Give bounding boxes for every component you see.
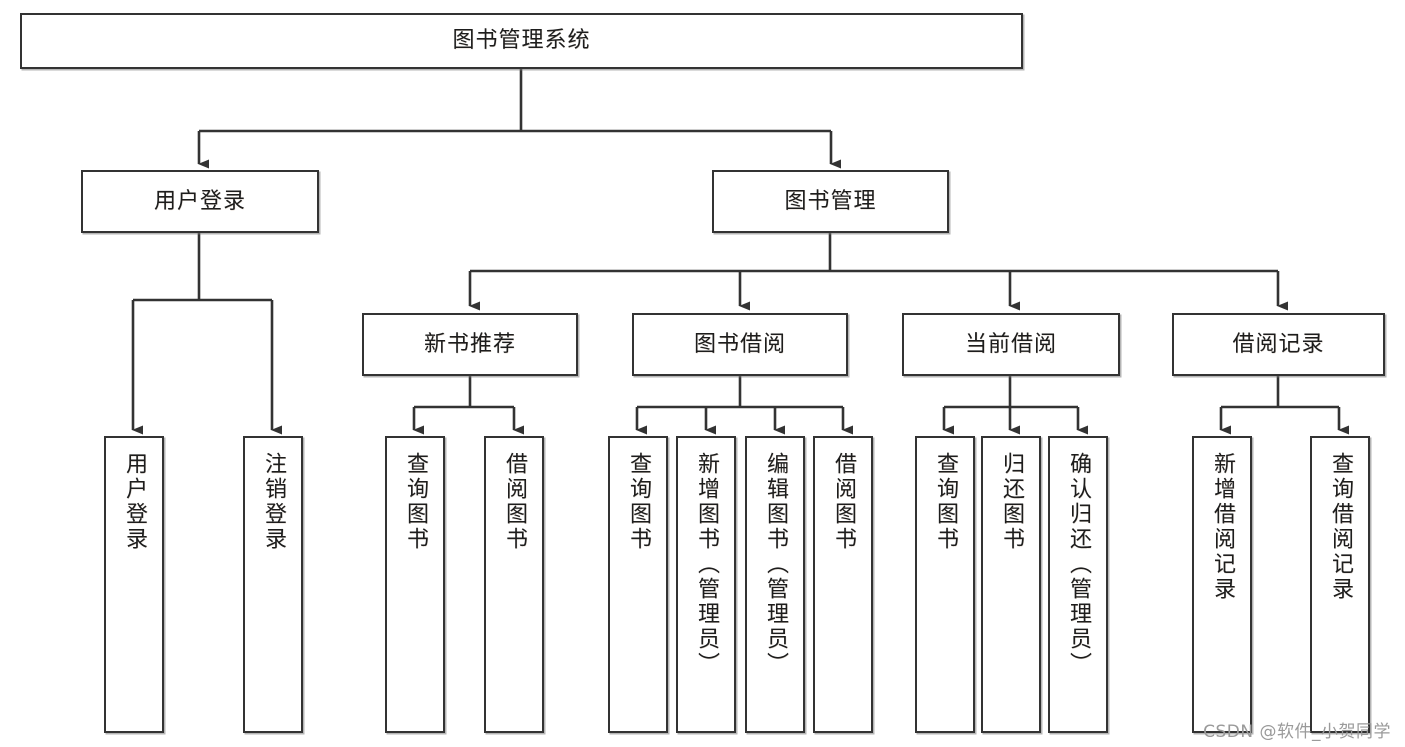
node-new-book-recommendation[interactable]: 新书推荐 bbox=[362, 313, 578, 376]
node-user-login[interactable]: 用户登录 bbox=[81, 170, 319, 233]
node-label: 用户登录 bbox=[122, 452, 147, 552]
leaf-query-borrow-record[interactable]: 查询借阅记录 bbox=[1310, 436, 1370, 733]
leaf-query-book-borrow[interactable]: 查询图书 bbox=[608, 436, 668, 733]
node-label: 编辑图书（管理员） bbox=[763, 452, 788, 677]
node-label: 借阅记录 bbox=[1232, 331, 1325, 357]
node-label: 图书管理系统 bbox=[452, 28, 591, 54]
node-label: 查询借阅记录 bbox=[1328, 452, 1353, 602]
csdn-watermark: CSDN @软件_小贺同学 bbox=[1203, 722, 1391, 742]
node-label: 借阅图书 bbox=[831, 452, 856, 552]
node-label: 当前借阅 bbox=[964, 331, 1057, 357]
node-label: 查询图书 bbox=[403, 452, 428, 552]
node-label: 图书借阅 bbox=[693, 331, 786, 357]
leaf-borrow-book[interactable]: 借阅图书 bbox=[813, 436, 873, 733]
node-current-borrow[interactable]: 当前借阅 bbox=[902, 313, 1120, 376]
leaf-logout[interactable]: 注销登录 bbox=[243, 436, 303, 733]
leaf-confirm-return-admin[interactable]: 确认归还（管理员） bbox=[1048, 436, 1108, 733]
leaf-return-book[interactable]: 归还图书 bbox=[981, 436, 1041, 733]
leaf-query-book-recommendation[interactable]: 查询图书 bbox=[385, 436, 445, 733]
node-label: 确认归还（管理员） bbox=[1066, 452, 1091, 677]
leaf-add-book-admin[interactable]: 新增图书（管理员） bbox=[676, 436, 736, 733]
node-label: 新增借阅记录 bbox=[1210, 452, 1235, 602]
node-label: 查询图书 bbox=[626, 452, 651, 552]
node-book-management[interactable]: 图书管理 bbox=[712, 170, 949, 233]
node-book-borrow[interactable]: 图书借阅 bbox=[632, 313, 848, 376]
leaf-user-login[interactable]: 用户登录 bbox=[104, 436, 164, 733]
leaf-borrow-book-recommendation[interactable]: 借阅图书 bbox=[484, 436, 544, 733]
leaf-query-book-current[interactable]: 查询图书 bbox=[915, 436, 975, 733]
node-root-book-management-system[interactable]: 图书管理系统 bbox=[20, 13, 1023, 69]
node-label: 图书管理 bbox=[784, 188, 877, 214]
leaf-add-borrow-record[interactable]: 新增借阅记录 bbox=[1192, 436, 1252, 733]
node-label: 用户登录 bbox=[153, 188, 246, 214]
node-label: 新书推荐 bbox=[423, 331, 516, 357]
node-label: 新增图书（管理员） bbox=[694, 452, 719, 677]
leaf-edit-book-admin[interactable]: 编辑图书（管理员） bbox=[745, 436, 805, 733]
node-label: 归还图书 bbox=[999, 452, 1024, 552]
node-label: 借阅图书 bbox=[502, 452, 527, 552]
node-label: 查询图书 bbox=[933, 452, 958, 552]
node-label: 注销登录 bbox=[261, 452, 286, 552]
node-borrow-record[interactable]: 借阅记录 bbox=[1172, 313, 1385, 376]
